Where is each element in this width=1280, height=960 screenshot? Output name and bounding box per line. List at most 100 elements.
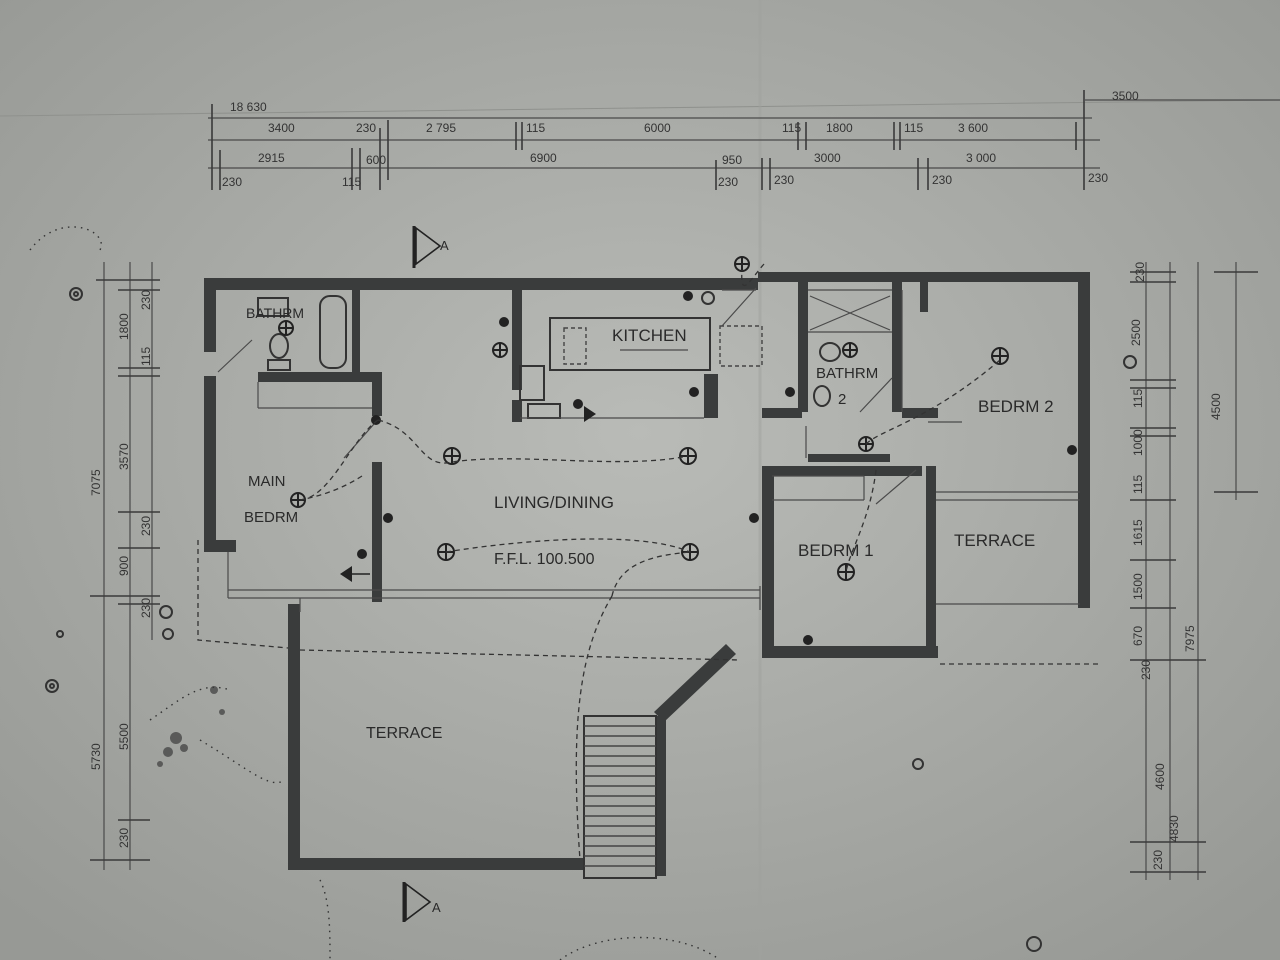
left-dimension-chain: 230 1800 115 3570 230 900 230 5500 230 7… bbox=[89, 262, 160, 870]
dim-low-4: 230 bbox=[774, 173, 794, 187]
light-point-icon bbox=[492, 342, 508, 358]
basin bbox=[257, 297, 289, 317]
socket-icon bbox=[371, 415, 381, 425]
light-point-icon bbox=[443, 447, 461, 465]
room-labels: BATHRM KITCHEN BATHRM 2 BEDRM 2 MAIN BED… bbox=[244, 305, 1054, 742]
dim-mid-6: 3 000 bbox=[966, 151, 996, 165]
entrance-arrow-icon bbox=[340, 566, 370, 582]
room-label-bedroom-1: BEDRM 1 bbox=[798, 541, 874, 560]
socket-icon bbox=[749, 513, 759, 523]
room-label-main: MAIN bbox=[248, 473, 286, 490]
dim-right-9: 230 bbox=[1139, 660, 1153, 680]
dim-right-2: 2500 bbox=[1129, 319, 1143, 346]
floor-level-label: F.F.L. 100.500 bbox=[494, 551, 595, 568]
light-point-icon bbox=[734, 256, 750, 272]
dim-right-10: 4600 bbox=[1153, 763, 1167, 790]
top-dimension-chain: 18 630 3500 3400 230 2 795 115 6000 115 … bbox=[208, 89, 1280, 190]
dim-low-1: 230 bbox=[222, 175, 242, 189]
dim-low-5: 230 bbox=[932, 173, 952, 187]
dim-mid-2: 600 bbox=[366, 153, 386, 167]
dim-right-1: 230 bbox=[1133, 262, 1147, 282]
dim-right-6: 1615 bbox=[1131, 519, 1145, 546]
section-label-bottom: A bbox=[432, 900, 441, 915]
light-point-icon bbox=[842, 342, 858, 358]
room-label-main-bedroom: BEDRM bbox=[244, 509, 298, 526]
socket-icon bbox=[689, 387, 699, 397]
room-label-terrace-east: TERRACE bbox=[954, 531, 1035, 550]
room-label-bathroom: BATHRM bbox=[246, 305, 304, 321]
window-lines bbox=[227, 289, 1080, 612]
light-point-icon bbox=[991, 347, 1009, 365]
dim-right-11: 230 bbox=[1151, 850, 1165, 870]
room-label-bathroom-2: BATHRM bbox=[816, 365, 878, 382]
right-dimension-chain: 230 2500 115 1000 115 1615 1500 670 230 … bbox=[1129, 262, 1258, 880]
light-point-icon bbox=[837, 563, 855, 581]
shower-tray bbox=[809, 295, 891, 331]
dim-top-6: 115 bbox=[782, 121, 801, 135]
section-marker-bottom: A bbox=[402, 882, 441, 922]
room-label-terrace-south: TERRACE bbox=[366, 725, 442, 742]
dim-left-9: 230 bbox=[117, 828, 131, 848]
dim-mid-1: 2915 bbox=[258, 151, 285, 165]
dim-right-4: 1000 bbox=[1131, 429, 1145, 456]
socket-icon bbox=[785, 387, 795, 397]
dim-left-5: 230 bbox=[139, 516, 153, 536]
dim-left-overall: 7075 bbox=[89, 469, 103, 496]
socket-icon bbox=[573, 399, 583, 409]
dim-left-7: 230 bbox=[139, 598, 153, 618]
dim-low-3: 230 bbox=[718, 175, 738, 189]
exterior-walls bbox=[204, 272, 1090, 876]
dim-right-lower: 4830 bbox=[1167, 815, 1181, 842]
section-label-top: A bbox=[440, 238, 449, 253]
kitchen-counters bbox=[519, 289, 763, 419]
light-point-icon bbox=[278, 320, 294, 336]
section-marker-top: A bbox=[412, 226, 449, 268]
dim-left-3: 115 bbox=[139, 347, 153, 366]
garden-outlines bbox=[29, 226, 721, 960]
staircase bbox=[583, 715, 657, 879]
dim-low-6: 230 bbox=[1088, 171, 1108, 185]
dim-top-1: 3400 bbox=[268, 121, 295, 135]
room-label-kitchen: KITCHEN bbox=[612, 326, 687, 345]
dim-top-5: 6000 bbox=[644, 121, 671, 135]
dim-right-3: 115 bbox=[1131, 389, 1145, 408]
socket-icon bbox=[357, 549, 367, 559]
roof-overhang-line bbox=[197, 540, 1100, 665]
ink-stains bbox=[157, 686, 225, 767]
socket-icon bbox=[803, 635, 813, 645]
bathtub bbox=[319, 295, 347, 369]
room-label-bathroom-2-number: 2 bbox=[838, 391, 846, 408]
dim-mid-5: 3000 bbox=[814, 151, 841, 165]
dim-left-1: 230 bbox=[139, 290, 153, 310]
socket-icon bbox=[499, 317, 509, 327]
dim-right-upper: 4500 bbox=[1209, 393, 1223, 420]
kitchen-arrow-icon bbox=[584, 406, 596, 422]
dim-mid-4: 950 bbox=[722, 153, 742, 167]
toilet bbox=[267, 333, 291, 371]
paper-fold bbox=[0, 99, 1280, 117]
dim-top-8: 115 bbox=[904, 121, 923, 135]
tree-symbols bbox=[45, 287, 1137, 952]
dim-top-9: 3 600 bbox=[958, 121, 988, 135]
dim-left-overall-lower: 5730 bbox=[89, 743, 103, 770]
dim-left-4: 3570 bbox=[117, 443, 131, 470]
dim-overall-top: 18 630 bbox=[230, 100, 267, 114]
dim-right-8: 670 bbox=[1131, 626, 1145, 646]
dim-mid-3: 6900 bbox=[530, 151, 557, 165]
dim-top-4: 115 bbox=[526, 121, 545, 135]
dim-low-2: 115 bbox=[342, 175, 361, 189]
dim-left-2: 1800 bbox=[117, 313, 131, 340]
room-label-bedroom-2: BEDRM 2 bbox=[978, 397, 1054, 416]
wiring-runs bbox=[297, 263, 1001, 861]
dim-right-7: 1500 bbox=[1131, 573, 1145, 600]
socket-icon bbox=[383, 513, 393, 523]
dim-right-overall: 3500 bbox=[1112, 89, 1139, 103]
dim-top-7: 1800 bbox=[826, 121, 853, 135]
door-swings bbox=[217, 287, 962, 505]
socket-icon bbox=[1067, 445, 1077, 455]
socket-outlets bbox=[357, 291, 1077, 645]
dim-top-2: 230 bbox=[356, 121, 376, 135]
interior-walls bbox=[258, 282, 938, 602]
dim-top-3: 2 795 bbox=[426, 121, 456, 135]
